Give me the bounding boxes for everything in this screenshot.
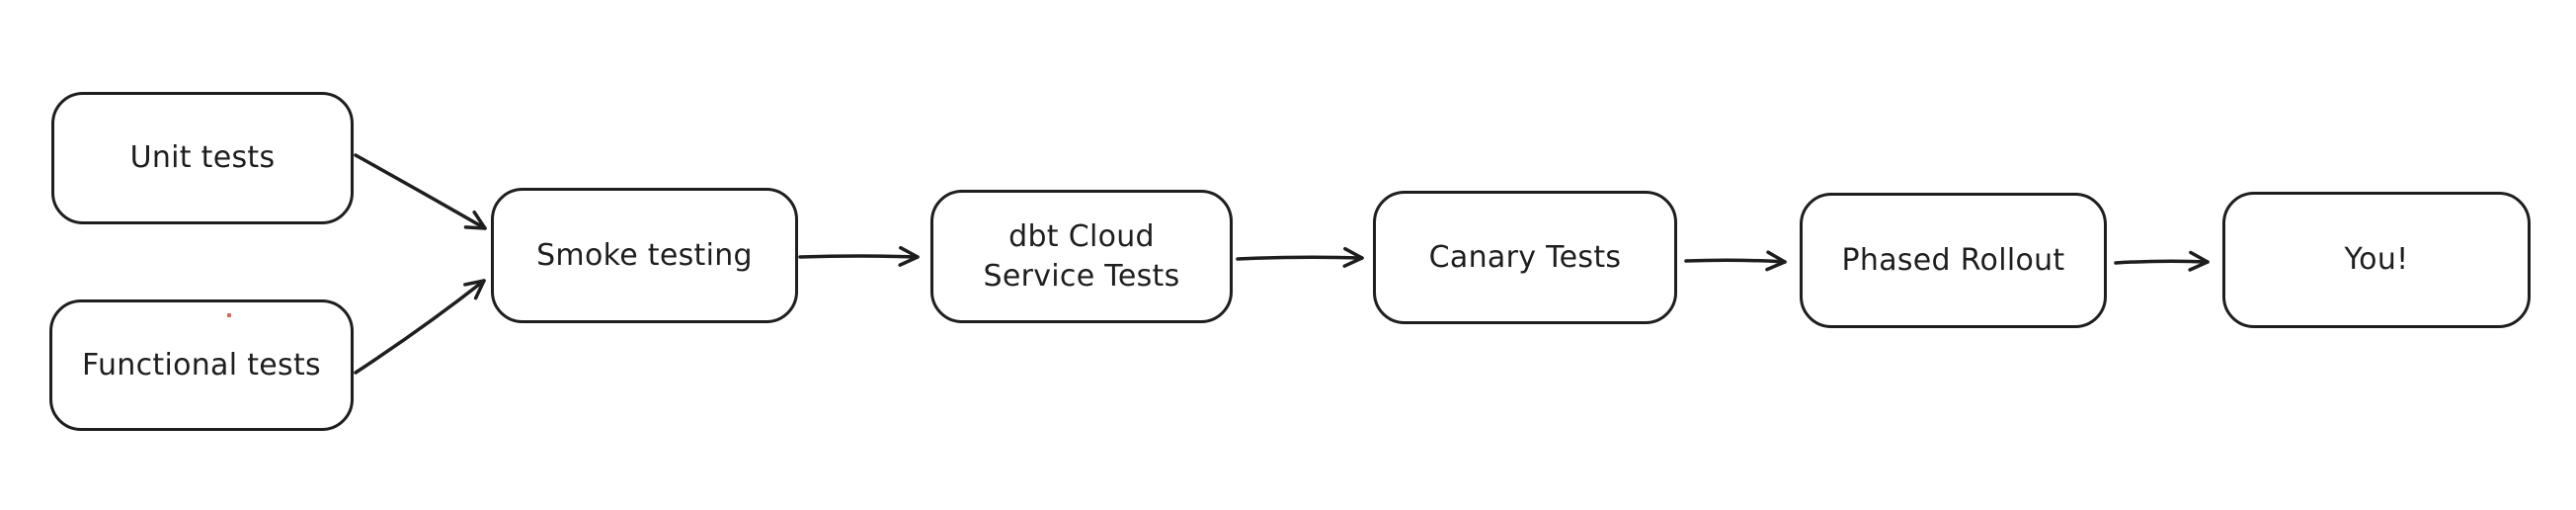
node-phased-rollout-label: Phased Rollout — [1841, 242, 2065, 278]
edge-smoke-testing-to-dbt-cloud-service-tests[interactable] — [798, 245, 920, 267]
node-you[interactable]: You! — [2222, 192, 2531, 328]
stray-red-dot — [227, 313, 231, 317]
node-dbt-cloud-service-tests-label-line1: dbt Cloud — [1008, 218, 1155, 254]
node-unit-tests-label: Unit tests — [129, 140, 276, 176]
node-smoke-testing-label: Smoke testing — [536, 237, 753, 273]
edge-canary-tests-to-phased-rollout[interactable] — [1684, 250, 1787, 272]
node-canary-tests[interactable]: Canary Tests — [1373, 191, 1677, 324]
node-you-label: You! — [2344, 242, 2409, 278]
node-smoke-testing[interactable]: Smoke testing — [491, 188, 798, 323]
node-dbt-cloud-service-tests-label-line2: Service Tests — [983, 258, 1180, 294]
edge-functional-tests-to-smoke-testing[interactable] — [354, 279, 486, 375]
node-dbt-cloud-service-tests[interactable]: dbt Cloud Service Tests — [930, 190, 1233, 323]
edge-dbt-cloud-service-tests-to-canary-tests[interactable] — [1236, 246, 1364, 268]
node-functional-tests-label: Functional tests — [82, 347, 321, 382]
node-unit-tests[interactable]: Unit tests — [51, 92, 354, 224]
edge-unit-tests-to-smoke-testing[interactable] — [354, 153, 487, 230]
edge-phased-rollout-to-you[interactable] — [2114, 250, 2210, 272]
node-functional-tests[interactable]: Functional tests — [49, 299, 354, 431]
node-phased-rollout[interactable]: Phased Rollout — [1800, 193, 2107, 328]
node-canary-tests-label: Canary Tests — [1428, 239, 1622, 275]
